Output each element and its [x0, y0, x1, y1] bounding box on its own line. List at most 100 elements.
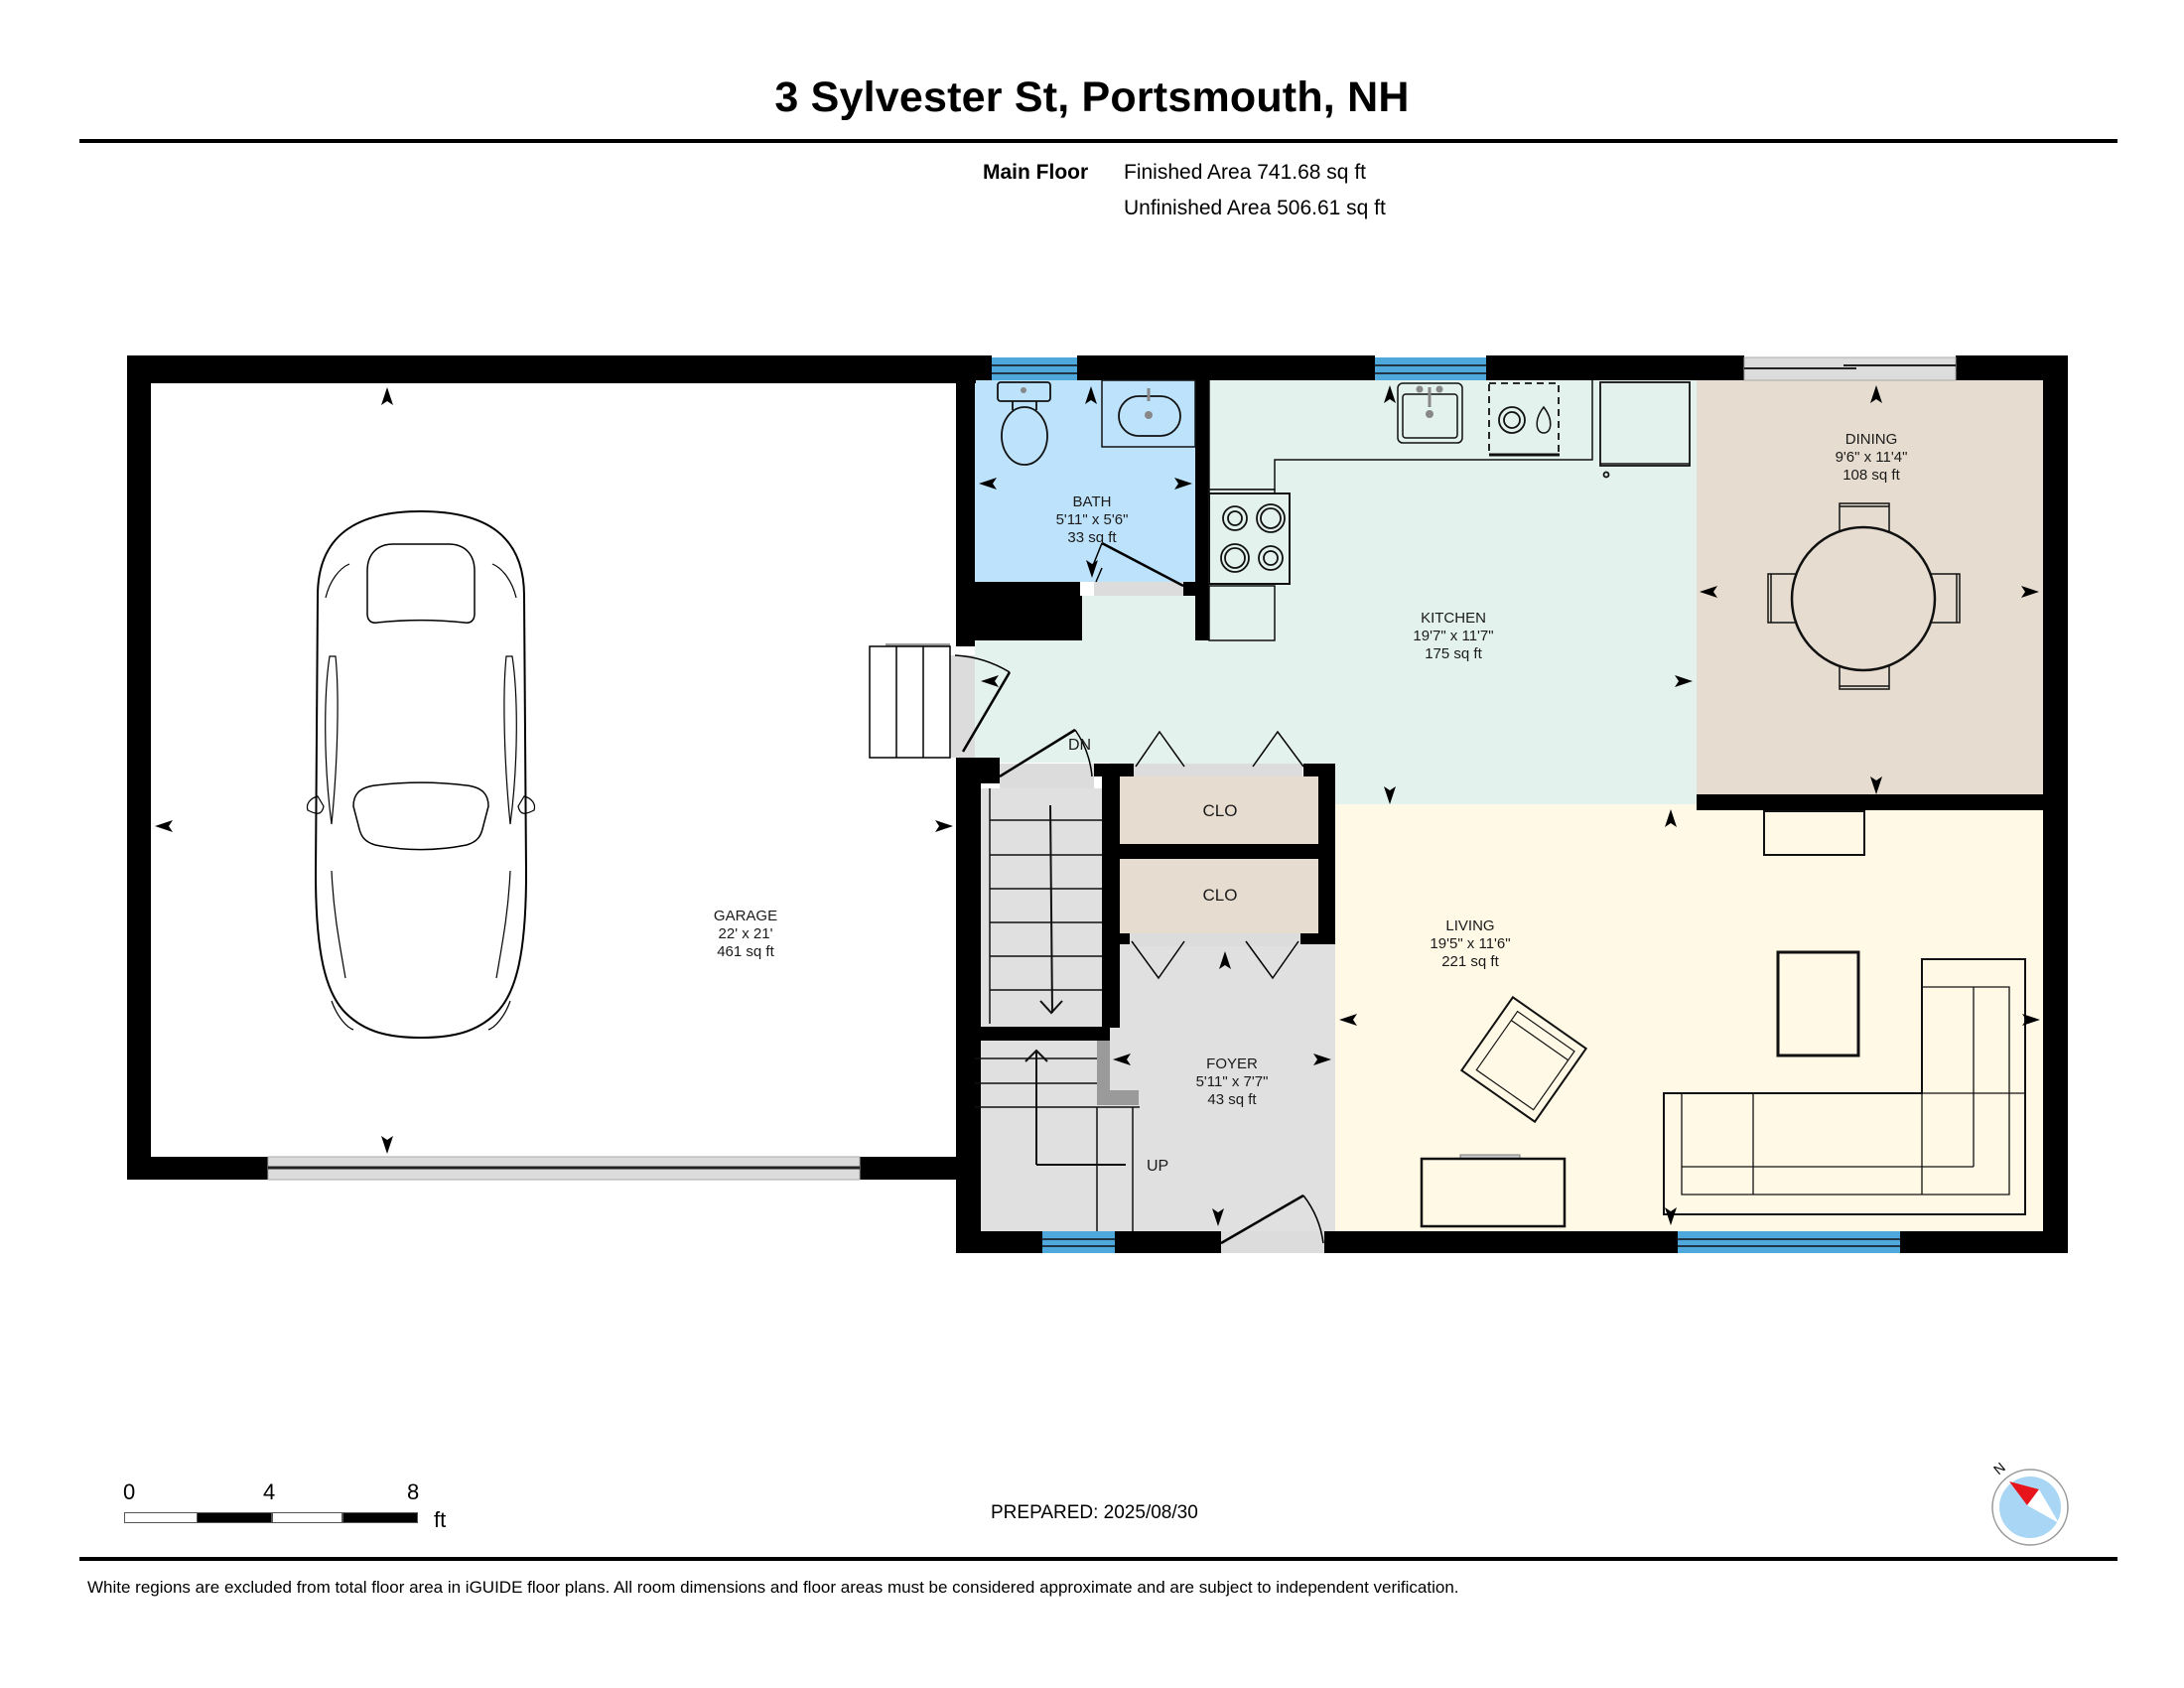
compass-north-label: N [1990, 1459, 2008, 1477]
kitchen-label: KITCHEN [1421, 610, 1486, 627]
ottoman [1776, 950, 1860, 1057]
stove-icon [1208, 492, 1291, 585]
windows [992, 357, 1900, 1253]
page-title: 3 Sylvester St, Portsmouth, NH [774, 73, 1410, 121]
garage-entry-door [950, 654, 1012, 758]
sectional-sofa-icon [1663, 958, 2026, 1215]
dining-area: 108 sq ft [1843, 467, 1900, 484]
kitchen-area: 175 sq ft [1425, 645, 1482, 662]
garage-top-wall [127, 355, 976, 383]
side-table [1420, 1154, 1567, 1228]
house-bottom-wall-1 [956, 1231, 1042, 1253]
closet-1-bifold-doors [1134, 730, 1304, 776]
footer-divider [79, 1557, 2117, 1561]
scale-segment-1 [124, 1512, 198, 1523]
closet-bottom-left [1118, 933, 1130, 944]
garage-label: GARAGE [714, 908, 777, 924]
closet-1-floor [1120, 776, 1318, 844]
bath-right-wall [1195, 380, 1209, 596]
scale-segment-3 [272, 1512, 342, 1523]
dining-dimensions: 9'6" x 11'4" [1836, 449, 1908, 466]
living-area: 221 sq ft [1441, 953, 1499, 970]
bath-door [1091, 541, 1184, 596]
car-icon [306, 509, 536, 1040]
area-values: Finished Area 741.68 sq ft Unfinished Ar… [1124, 155, 1386, 226]
kitchen-sink-icon [1397, 382, 1463, 444]
house-bottom-wall-2 [1115, 1231, 1221, 1253]
media-console [1763, 810, 1865, 856]
bath-sink-icon [1101, 379, 1196, 448]
room-labels: GARAGE 22' x 21' 461 sq ft BATH 5'11" x … [714, 431, 1908, 1175]
garage-step [869, 643, 951, 759]
bath-bottom-wall-right [1183, 582, 1209, 596]
garage-bottom-wall-right [860, 1157, 976, 1180]
stair-down-door [999, 728, 1094, 788]
living-dimensions: 19'5" x 11'6" [1430, 935, 1510, 952]
dining-sliding-door [1743, 356, 1957, 381]
house-bottom-wall-4 [1900, 1231, 2068, 1253]
stair-window [1042, 1231, 1115, 1253]
armchair-icon [1459, 995, 1588, 1124]
partition-wall-lower [956, 758, 981, 1253]
garage-bottom-wall-left [127, 1157, 268, 1180]
scale-tick-8: 8 [407, 1479, 420, 1504]
scale-tick-0: 0 [123, 1479, 136, 1504]
garage-area: 461 sq ft [717, 943, 774, 960]
room-fills [151, 380, 2043, 1231]
scale-bar: 0 4 8 ft [123, 1479, 480, 1539]
prepared-date: PREPARED: 2025/08/30 [991, 1502, 1198, 1523]
stairs-up [975, 1041, 1140, 1231]
stairs-up-floor [975, 1041, 1110, 1231]
garage-left-wall [127, 355, 151, 1180]
garage-door [267, 1156, 861, 1181]
dining-bottom-wall [1697, 794, 2068, 810]
scale-tick-4: 4 [263, 1479, 276, 1504]
garage-floor [151, 383, 956, 1157]
house-top-wall-3 [1486, 355, 1744, 380]
foyer-floor [1110, 943, 1335, 1231]
partition-wall-upper [956, 355, 975, 646]
finished-area: Finished Area 741.68 sq ft [1124, 161, 1366, 184]
foyer-area: 43 sq ft [1207, 1091, 1257, 1108]
stairs-up-label: UP [1147, 1158, 1168, 1175]
refrigerator-icon [1599, 381, 1691, 479]
kitchen-stub-wall [1195, 596, 1209, 640]
unfinished-area: Unfinished Area 506.61 sq ft [1124, 197, 1386, 219]
kitchen-floor [975, 380, 1697, 804]
closet-2-label: CLO [1203, 886, 1238, 905]
compass-icon: N [1990, 1459, 2069, 1546]
disclaimer: White regions are excluded from total fl… [87, 1578, 1459, 1597]
front-door [1220, 1194, 1324, 1253]
stairs-down [989, 788, 1102, 1024]
kitchen-dimensions: 19'7" x 11'7" [1413, 628, 1493, 644]
closet-2-bifold-doors [1130, 933, 1300, 980]
fixtures [997, 379, 2026, 1228]
closet-1-label: CLO [1203, 801, 1238, 820]
bath-dimensions: 5'11" x 5'6" [1056, 511, 1129, 528]
doors [267, 356, 1957, 1253]
closet-bottom-right [1300, 933, 1327, 944]
house-top-wall-1 [956, 355, 992, 380]
living-label: LIVING [1445, 917, 1494, 934]
closet-right-wall [1318, 764, 1335, 944]
house-top-wall-2 [1077, 355, 1375, 380]
dining-table-icon [1767, 502, 1961, 690]
kitchen-window [1375, 357, 1486, 380]
scale-segment-2 [197, 1512, 272, 1523]
foyer-label: FOYER [1206, 1055, 1258, 1072]
bath-bottom-wall-left [975, 582, 1080, 640]
bath-label: BATH [1073, 493, 1112, 510]
closet-divider [1120, 844, 1318, 859]
foyer-dimensions: 5'11" x 7'7" [1196, 1073, 1269, 1090]
floor-name: Main Floor [983, 161, 1089, 184]
stairs-down-floor [981, 788, 1107, 1027]
closet-2-floor [1120, 859, 1318, 933]
dining-label: DINING [1845, 431, 1898, 448]
stair-landing-wall [975, 1027, 1110, 1041]
stair-top-wall-left [975, 758, 1000, 783]
scale-segment-4 [342, 1512, 418, 1523]
living-window [1678, 1231, 1900, 1253]
walls [127, 355, 2068, 1253]
living-floor-ext [1697, 810, 2043, 820]
